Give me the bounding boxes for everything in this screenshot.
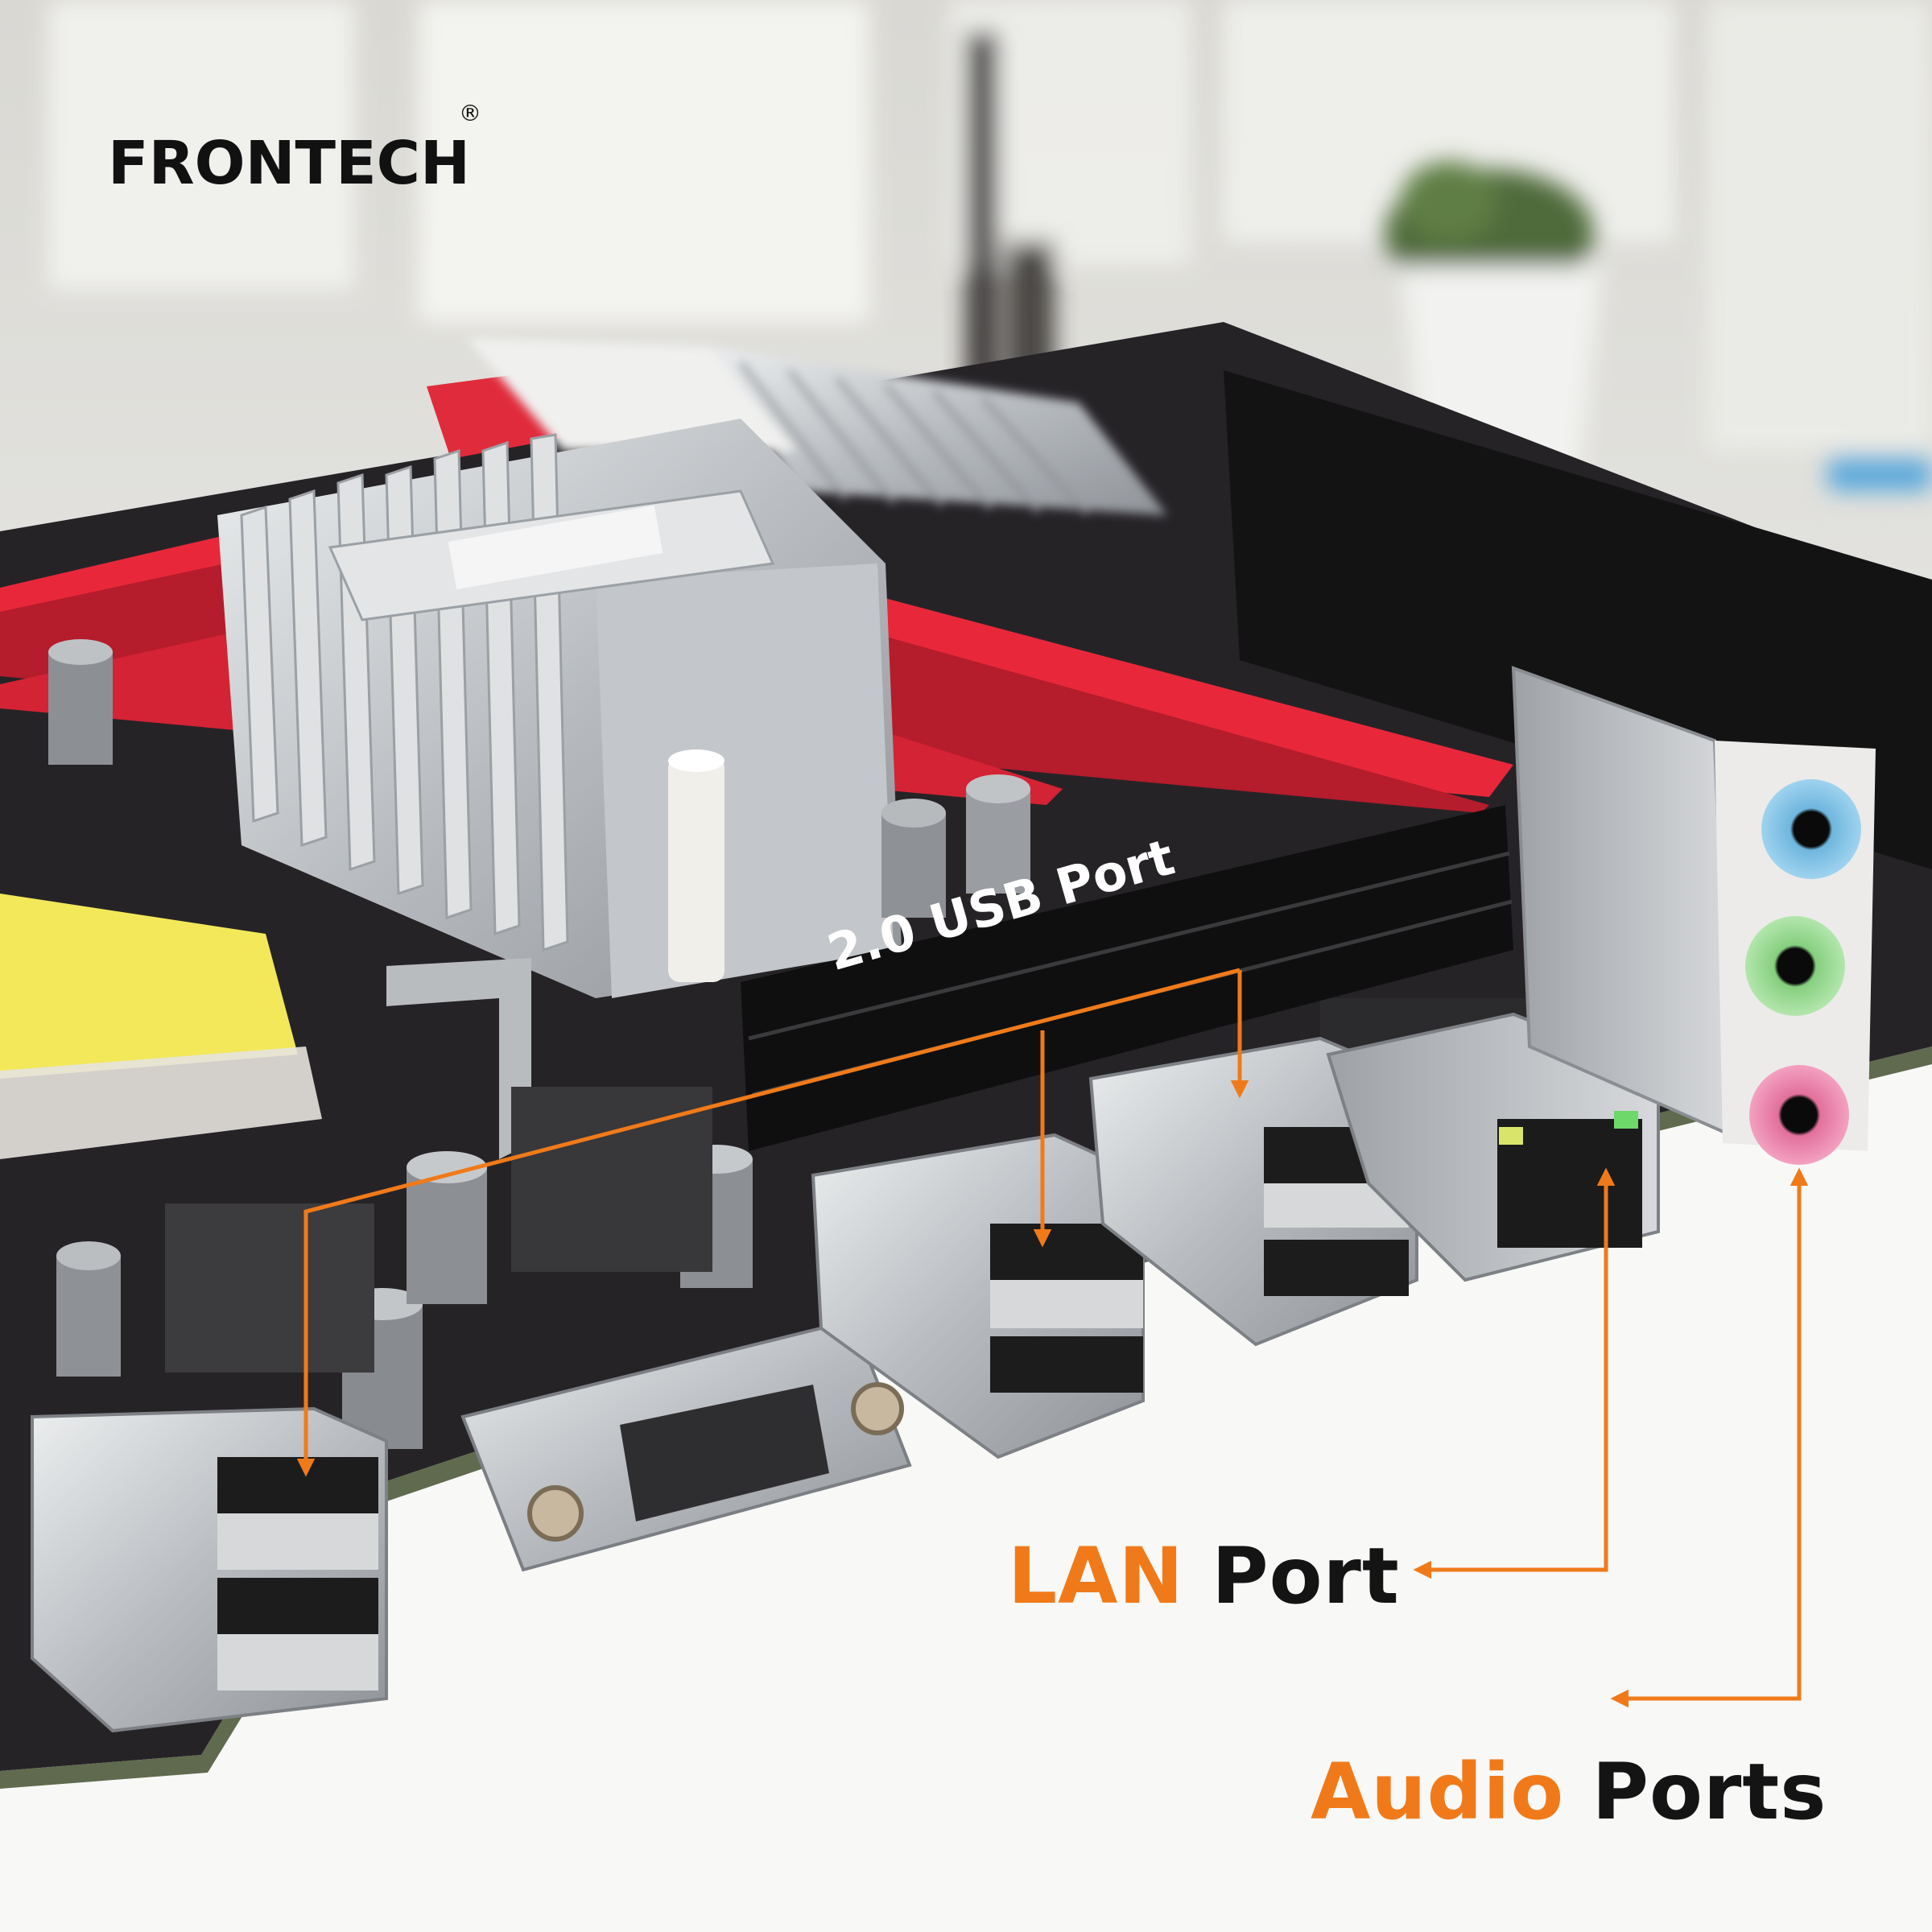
audio-label-rest: Ports xyxy=(1591,1747,1827,1837)
logo-text: FRONTECH xyxy=(108,129,470,198)
vga-port xyxy=(460,1318,912,1572)
lan-label-accent: LAN xyxy=(1008,1531,1184,1621)
audio-arrow xyxy=(1610,1167,1809,1708)
audio-ports-label: Audio Ports xyxy=(1311,1747,1827,1837)
usb-arrow-left xyxy=(296,968,1241,1477)
audio-jack-pink xyxy=(1749,1065,1849,1165)
audio-jack-blue xyxy=(1761,779,1861,879)
audio-jack-green xyxy=(1745,916,1845,1016)
lan-arrow xyxy=(1413,1167,1616,1579)
lan-label-rest: Port xyxy=(1212,1531,1400,1621)
lan-port-label: LAN Port xyxy=(1008,1531,1400,1621)
heatsink-rear xyxy=(467,338,1167,516)
usb-port-left xyxy=(31,1406,388,1733)
io-shield xyxy=(1511,666,1876,1165)
callout-lines xyxy=(296,968,1809,1708)
registered-mark: ® xyxy=(459,100,481,126)
audio-label-accent: Audio xyxy=(1311,1747,1565,1837)
standoff xyxy=(668,749,724,982)
frontech-logo: FRONTECH ® xyxy=(108,100,481,198)
usb-port-middle xyxy=(811,1133,1145,1459)
